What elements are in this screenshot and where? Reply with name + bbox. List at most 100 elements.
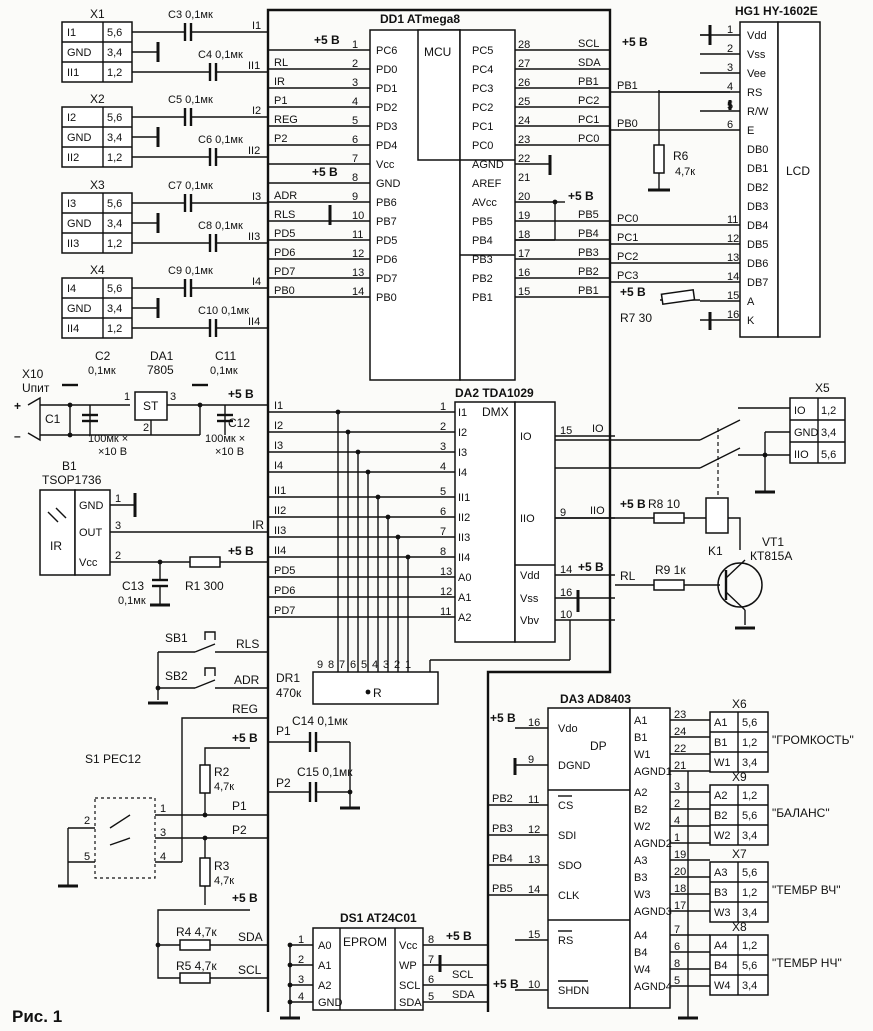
pot-pin-label: W4	[714, 980, 731, 992]
s1-pin-number: 1	[160, 803, 166, 815]
dd1-net-label: REG	[274, 114, 298, 126]
dr1-core: R	[373, 686, 382, 700]
r8-label: R8 10	[648, 497, 680, 511]
chip-hg1: HG1 HY-1602E LCD Vdd1Vss2Vee3RS4R/W5E6DB…	[610, 4, 821, 338]
hg1-pin-name: Vdd	[747, 30, 767, 42]
supply-label: Uпит	[22, 381, 50, 395]
da3-net-label: PB2	[492, 793, 513, 805]
dr1-pin-number: 1	[405, 659, 411, 671]
pot-connector-body	[709, 934, 769, 996]
ds1-pin-number: 7	[428, 954, 434, 966]
da2-net-label: II2	[274, 505, 286, 517]
dr1-pin-number: 6	[350, 659, 356, 671]
hg1-net-label: PB1	[617, 80, 638, 92]
dd1-net-label: PD6	[274, 247, 295, 259]
dd1-pin-name: PC6	[376, 45, 397, 57]
da2-pin-name: Vdd	[520, 570, 540, 582]
input-pin-label: I2	[67, 112, 76, 124]
power-out-label: +5 В	[228, 387, 254, 401]
ds1-pin-number: 3	[298, 974, 304, 986]
da3-pin-name: W3	[634, 889, 651, 901]
hg1-pin-name: DB3	[747, 201, 768, 213]
rls-net: RLS	[236, 637, 259, 651]
da3-net-label: PB4	[492, 853, 513, 865]
input-pin-label: II2	[67, 152, 79, 164]
r5-resistor	[179, 972, 211, 984]
input-pin-number: 5,6	[107, 112, 122, 124]
hg1-core: LCD	[786, 164, 810, 178]
c2-value: 0,1мк	[88, 365, 116, 377]
r7-resistor	[660, 288, 696, 306]
pot-caption: "БАЛАНС"	[772, 806, 830, 820]
pot-pin-number: 3,4	[742, 830, 757, 842]
dd1-pin-number: 25	[518, 96, 530, 108]
da2-pin-number: 1	[440, 401, 446, 413]
dd1-pin-number: 24	[518, 115, 530, 127]
input-pin-label: GND	[67, 303, 92, 315]
x5-pin-number: 1,2	[821, 405, 836, 417]
dd1-pin-name: PB1	[472, 292, 493, 304]
da3-pin-number: 23	[674, 709, 686, 721]
pot-pin-label: W1	[714, 757, 731, 769]
da2-pin-number: 10	[560, 609, 572, 621]
input-pin-label: II3	[67, 238, 79, 250]
dd1-pin-name: PB3	[472, 254, 493, 266]
hg1-vss-supply: +5 В	[622, 35, 648, 49]
hg1-pin-number: 14	[727, 271, 739, 283]
da2-pin-name: IO	[520, 431, 532, 443]
b1-core: IR	[50, 539, 62, 553]
ds1-pin-number: 1	[298, 934, 304, 946]
pot-pin-label: W3	[714, 907, 731, 919]
s1-pin-number: 4	[160, 851, 166, 863]
da2-left-pins: I11I1I22I2I33I3I44I4II15II1II26II2II37II…	[268, 400, 471, 672]
pot-pin-number: 5,6	[742, 867, 757, 879]
dd1-pin-number: 19	[518, 210, 530, 222]
da3-pin-number: 10	[528, 979, 540, 991]
hg1-title: HG1 HY-1602E	[735, 4, 818, 18]
r3-resistor	[199, 857, 211, 887]
pot-connector-name: X9	[732, 770, 747, 784]
dd1-pin-number: 23	[518, 134, 530, 146]
da3-pin-number: 4	[674, 815, 680, 827]
dd1-pin-name: PD5	[376, 235, 397, 247]
ds1-pin-name: GND	[318, 997, 343, 1009]
dd1-pin-number: 18	[518, 229, 530, 241]
input-pin-label: I4	[67, 283, 76, 295]
pot-pin-label: B4	[714, 960, 727, 972]
r1-label: R1 300	[185, 579, 224, 593]
da3-pin-name: SDO	[558, 860, 582, 872]
dd1-pin-name: AVcc	[472, 197, 497, 209]
enc-plus5: +5 В	[232, 731, 258, 745]
pot-caption: "ТЕМБР НЧ"	[772, 956, 842, 970]
pot-connector-name: X7	[732, 847, 747, 861]
ds1-pin-number: 2	[298, 954, 304, 966]
ds1-core: EPROM	[343, 935, 387, 949]
da2-pin-name: Vss	[520, 593, 539, 605]
pot-pin-label: A3	[714, 867, 727, 879]
ds1-vcc-supply: +5 В	[446, 929, 472, 943]
pot-pin-label: B1	[714, 737, 727, 749]
r6-label: R6	[673, 149, 689, 163]
dd1-net-label: RL	[274, 57, 288, 69]
ds1-title: DS1 AT24C01	[340, 911, 417, 925]
input-pin-number: 5,6	[107, 27, 122, 39]
r9-resistor	[653, 579, 685, 591]
input-connector-name: X3	[90, 178, 105, 192]
da3-title: DA3 AD8403	[560, 692, 631, 706]
dd1-pc6-supply: +5 В	[314, 33, 340, 47]
hg1-pin-name: DB5	[747, 239, 768, 251]
da3-pin-number: 18	[674, 883, 686, 895]
da3-pin-number: 5	[674, 975, 680, 987]
chip-da2: DA2 TDA1029 DMX I11I1I22I2I33I3I44I4II15…	[268, 386, 615, 672]
input-pin-number: 3,4	[107, 47, 122, 59]
pot-pin-number: 1,2	[742, 887, 757, 899]
da3-pin-name: SDI	[558, 830, 576, 842]
input-pin-label: GND	[67, 218, 92, 230]
da3-pin-number: 21	[674, 760, 686, 772]
x5-pin-number: 3,4	[821, 427, 836, 439]
da3-pin-name: CLK	[558, 890, 580, 902]
da3-pin-name: W1	[634, 749, 651, 761]
